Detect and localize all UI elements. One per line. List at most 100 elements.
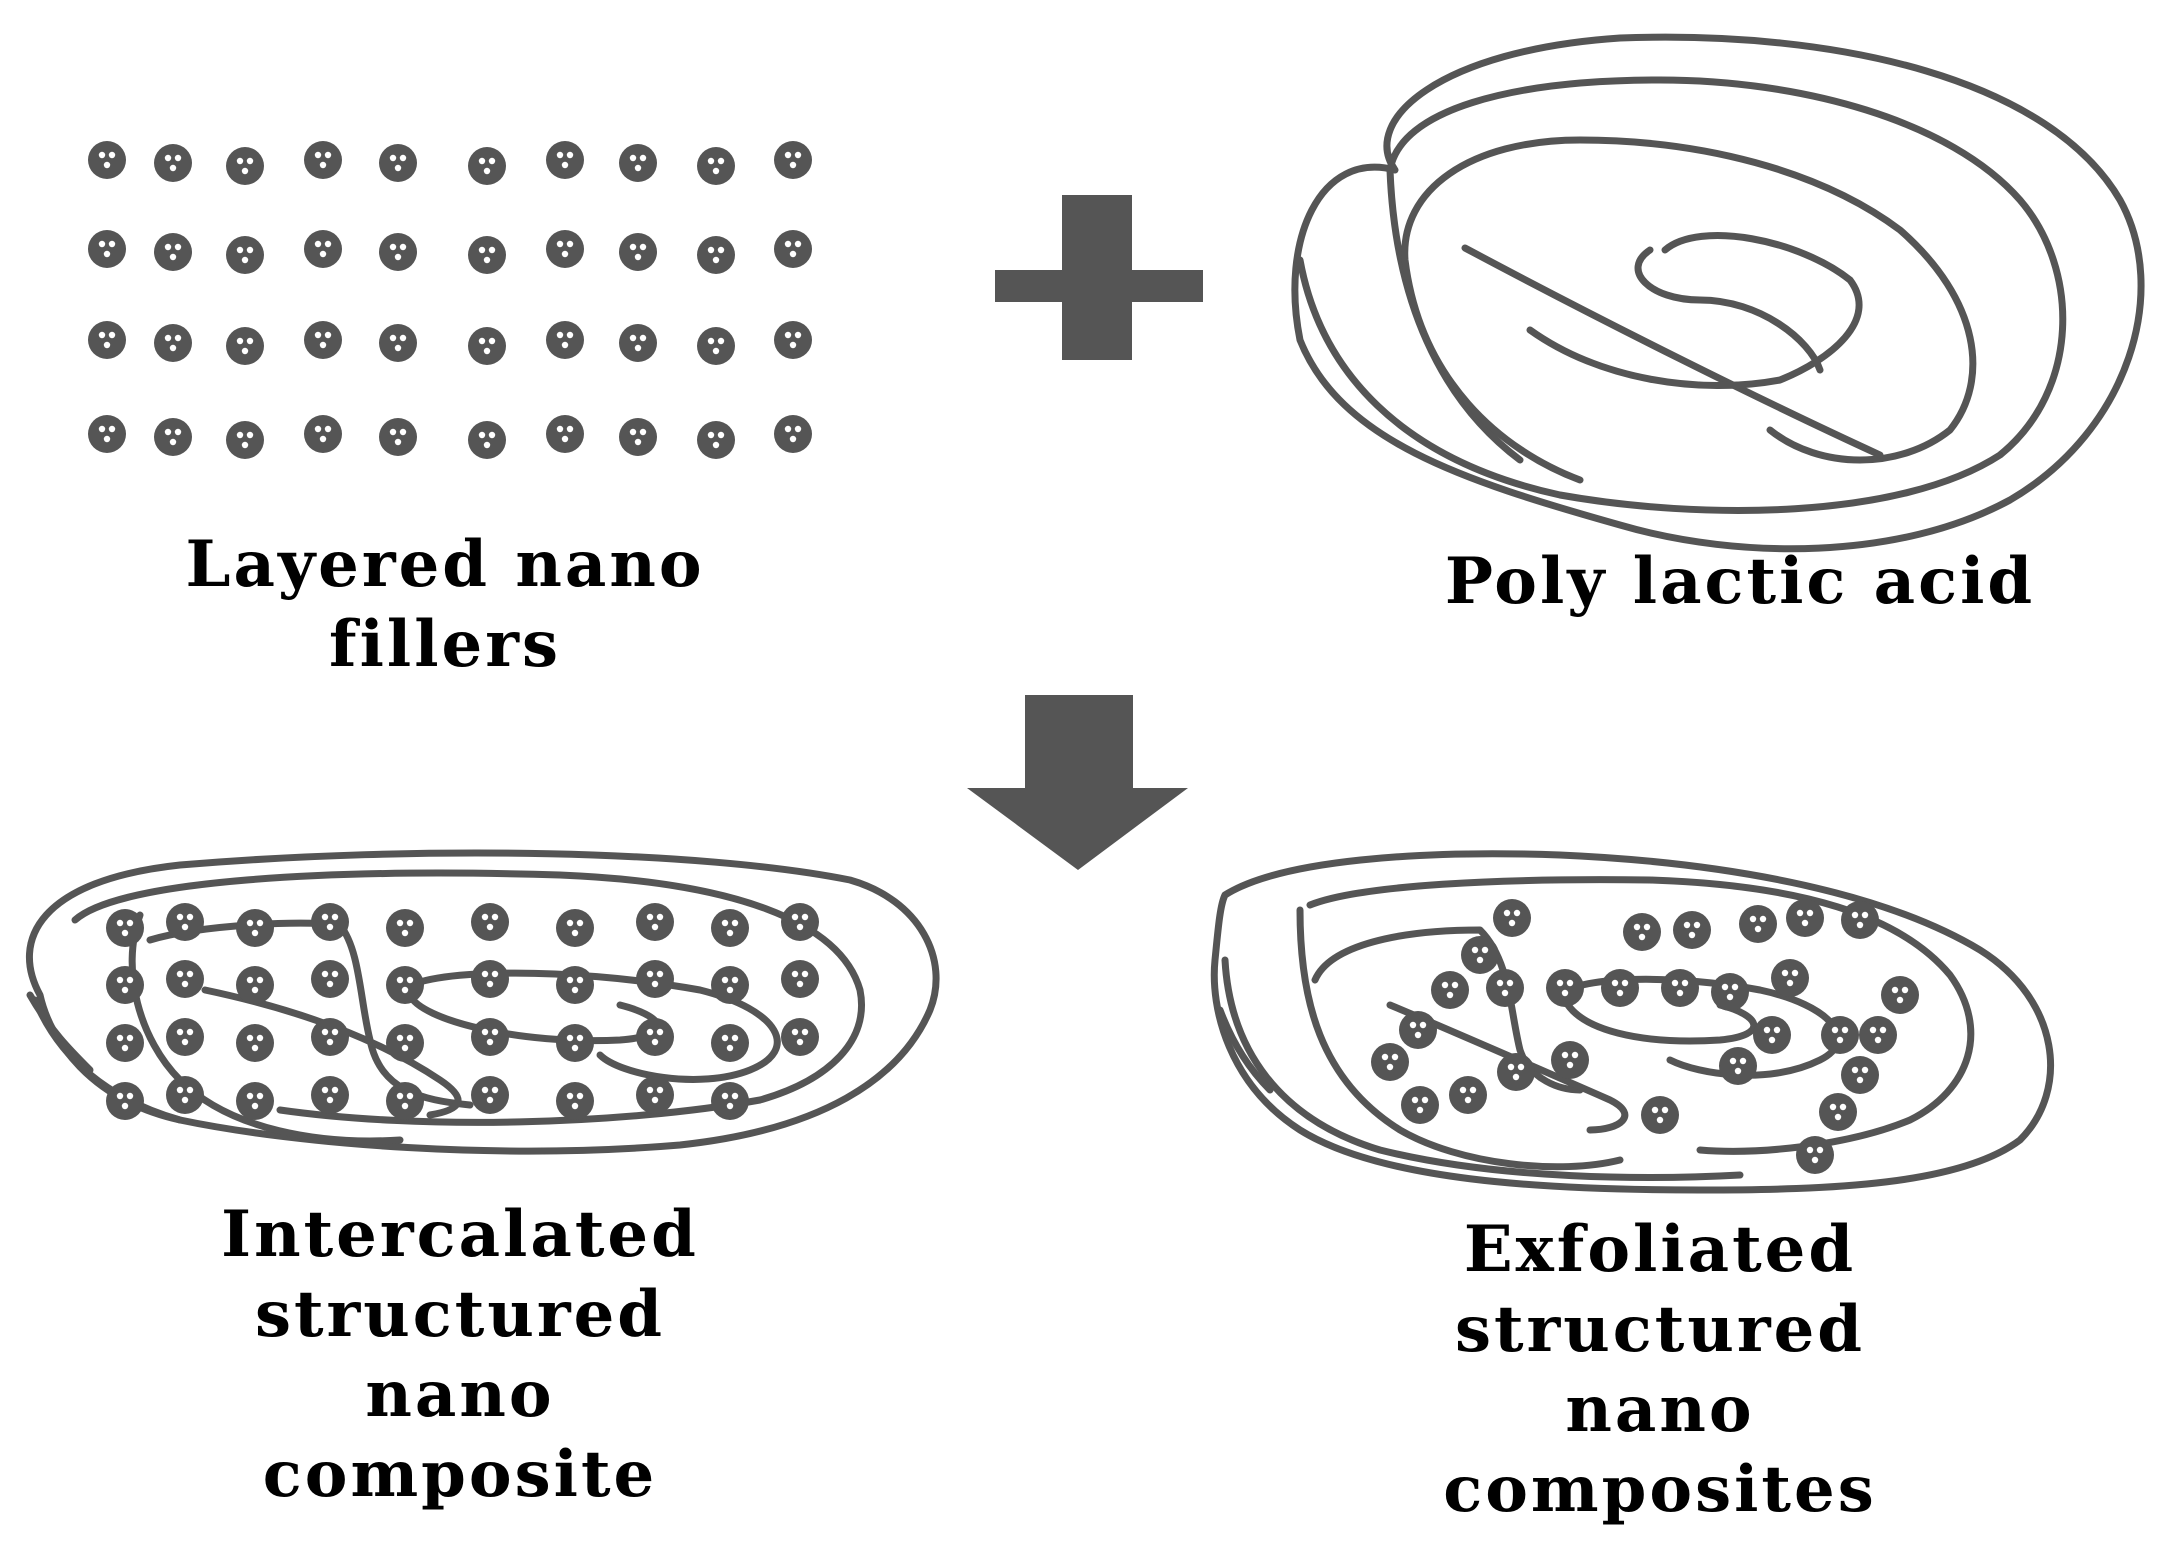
nano-filler-particle-icon [1497,1053,1535,1091]
nano-filler-particle-icon [1461,936,1499,974]
nano-filler-particle-icon [154,418,192,456]
nano-filler-particle-icon [1711,973,1749,1011]
nano-filler-particle-icon [304,141,342,179]
nano-filler-particle-icon [379,233,417,271]
nano-filler-particle-icon [1601,969,1639,1007]
nano-filler-particle-icon [1859,1016,1897,1054]
nano-filler-particle-icon [88,415,126,453]
nano-filler-particle-icon [166,1076,204,1114]
nano-filler-particle-icon [1623,913,1661,951]
nano-filler-particle-icon [226,327,264,365]
nano-filler-particle-icon [379,324,417,362]
nano-filler-particle-icon [236,966,274,1004]
nano-filler-particle-icon [774,230,812,268]
nano-filler-particle-icon [711,909,749,947]
nano-filler-particle-icon [106,1082,144,1120]
nano-filler-particle-icon [619,418,657,456]
exfoliated-coil [1210,850,2054,1194]
nano-filler-particle-icon [619,144,657,182]
nano-filler-particle-icon [1819,1093,1857,1131]
nano-filler-particle-icon [236,1024,274,1062]
nano-filler-particle-icon [781,1018,819,1056]
nano-filler-particle-icon [471,903,509,941]
nano-filler-particle-icon [636,960,674,998]
nano-filler-particle-icon [311,903,349,941]
nano-filler-particle-icon [304,321,342,359]
nano-filler-particle-icon [711,1082,749,1120]
nano-filler-particle-icon [311,960,349,998]
nano-filler-particle-icon [1641,1096,1679,1134]
nano-filler-particle-icon [468,327,506,365]
nano-filler-particle-icon [379,144,417,182]
nano-filler-particle-icon [386,1024,424,1062]
nano-filler-particle-icon [468,421,506,459]
nano-filler-particle-icon [781,960,819,998]
nano-filler-particle-icon [619,233,657,271]
layered-nano-fillers-grid [88,141,812,459]
nano-filler-particle-icon [1493,899,1531,937]
nano-filler-particle-icon [1881,976,1919,1014]
nano-filler-particle-icon [711,1024,749,1062]
nano-filler-particle-icon [311,1076,349,1114]
nano-filler-particle-icon [781,903,819,941]
nano-filler-particle-icon [236,909,274,947]
nano-filler-particle-icon [1661,969,1699,1007]
nano-filler-particle-icon [636,1018,674,1056]
nano-filler-particle-icon [386,966,424,1004]
nano-filler-particle-icon [697,147,735,185]
nano-filler-particle-icon [546,321,584,359]
nano-filler-particle-icon [471,1018,509,1056]
nano-filler-particle-icon [386,1082,424,1120]
nano-filler-particle-icon [697,236,735,274]
nano-filler-particle-icon [1739,905,1777,943]
nano-filler-particle-icon [636,903,674,941]
nano-filler-particle-icon [1486,969,1524,1007]
nano-filler-particle-icon [106,966,144,1004]
nano-filler-particle-icon [1401,1086,1439,1124]
nano-filler-particle-icon [1753,1016,1791,1054]
nano-filler-particle-icon [546,415,584,453]
plus-icon [995,195,1203,360]
nano-filler-particle-icon [697,421,735,459]
nano-filler-particle-icon [1771,959,1809,997]
nano-filler-particle-icon [471,960,509,998]
nano-filler-particle-icon [226,236,264,274]
nano-filler-particle-icon [1841,1056,1879,1094]
nano-filler-particle-icon [556,966,594,1004]
nano-filler-particle-icon [88,230,126,268]
nano-filler-particle-icon [226,421,264,459]
nano-filler-particle-icon [1371,1043,1409,1081]
nano-filler-particle-icon [379,418,417,456]
nano-filler-particle-icon [311,1018,349,1056]
nano-filler-particle-icon [556,1082,594,1120]
nano-filler-particle-icon [88,141,126,179]
nano-filler-particle-icon [106,1024,144,1062]
nano-filler-particle-icon [1399,1011,1437,1049]
exfoliated-label: Exfoliated structured nano composites [1443,1212,1877,1527]
nano-filler-particle-icon [1431,971,1469,1009]
pla-label: Poly lactic acid [1444,544,2036,619]
nano-filler-particle-icon [711,966,749,1004]
nano-filler-particle-icon [386,909,424,947]
intercalated-label: Intercalated structured nano composite [221,1197,699,1512]
nano-filler-particle-icon [774,141,812,179]
nano-filler-particle-icon [1449,1076,1487,1114]
nano-filler-particle-icon [304,230,342,268]
nano-filler-particle-icon [1841,901,1879,939]
nano-filler-particle-icon [471,1076,509,1114]
nano-filler-particle-icon [236,1082,274,1120]
nano-filler-particle-icon [468,147,506,185]
fillers-label: Layered nano fillers [185,527,705,682]
nano-filler-particle-icon [1719,1047,1757,1085]
nano-filler-particle-icon [697,327,735,365]
nano-filler-particle-icon [546,230,584,268]
poly-lactic-acid-coil [1291,33,2145,553]
nano-filler-particle-icon [1821,1016,1859,1054]
nano-filler-particle-icon [166,903,204,941]
nano-filler-particle-icon [636,1076,674,1114]
nano-filler-particle-icon [556,1024,594,1062]
nano-filler-particle-icon [774,415,812,453]
nano-filler-particle-icon [154,324,192,362]
nano-filler-particle-icon [1551,1041,1589,1079]
